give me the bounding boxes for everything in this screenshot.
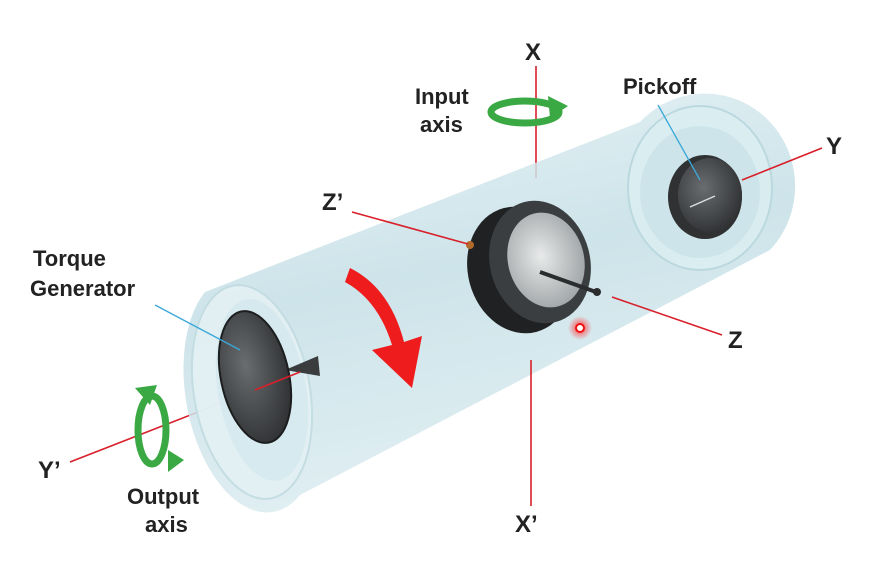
input-axis-label-line2: axis: [420, 112, 463, 137]
gimbal-wheel: [466, 200, 601, 334]
torque-generator-leader-line: [154, 304, 241, 351]
spin-direction-arrow: [345, 268, 422, 388]
x-axis-label: X: [525, 39, 541, 66]
y-axis-line: [741, 147, 823, 181]
z-axis-line: [611, 296, 723, 336]
z-prime-axis-line: [351, 211, 469, 245]
output-axis-rotation-icon: [134, 385, 184, 472]
x-prime-axis-label: X’: [515, 511, 538, 538]
torque-generator-label-line2: Generator: [30, 276, 136, 301]
torque-generator: [217, 310, 320, 444]
output-axis-label-line2: axis: [145, 512, 188, 537]
torque-generator-label-line1: Torque: [33, 246, 106, 271]
pickoff-disk: [668, 155, 742, 239]
output-axis-label-line1: Output: [127, 484, 200, 509]
y-axis-label: Y: [826, 133, 842, 160]
indicator-dot: [568, 316, 592, 340]
y-prime-axis-label: Y’: [38, 457, 61, 484]
y-prime-axis-line-front: [254, 371, 301, 391]
pickoff-label: Pickoff: [623, 74, 697, 99]
z-prime-axis-label: Z’: [322, 189, 343, 216]
pickoff-leader-line: [657, 104, 701, 181]
input-axis-label-line1: Input: [415, 84, 469, 109]
input-axis-rotation-icon: [487, 96, 568, 127]
z-axis-label: Z: [728, 327, 743, 354]
